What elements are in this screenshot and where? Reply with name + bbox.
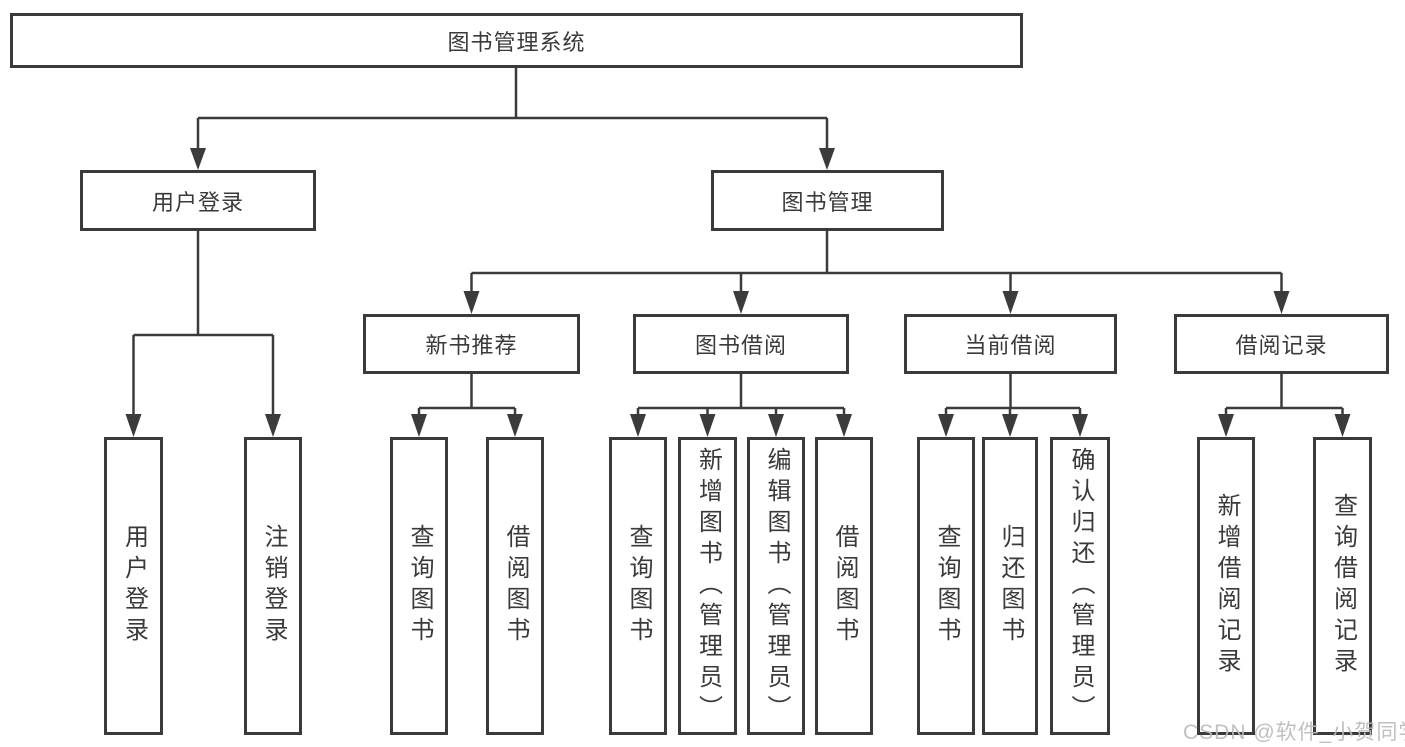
node-user-login-action: 用户登录 [104,437,163,735]
arrowhead [819,148,835,170]
node-return-books: 归还图书 [982,437,1038,735]
node-label: 借阅记录 [1235,333,1328,358]
node-add-borrow-record: 新增借阅记录 [1197,437,1255,735]
node-label: 用户登录 [151,189,244,215]
arrowhead [411,414,427,437]
node-borrow-borrow-books: 借阅图书 [815,437,873,735]
node-borrow-query-books: 查询图书 [609,437,667,735]
arrowhead [1072,414,1088,437]
connector-management-to-level3 [470,231,1283,293]
node-book-borrowing: 图书借阅 [633,314,849,374]
node-label: 新增图书（管理员） [694,446,722,726]
node-add-books-admin: 新增图书（管理员） [678,437,737,735]
node-borrowing-records: 借阅记录 [1174,314,1389,374]
arrowhead [265,414,281,437]
node-library-system: 图书管理系统 [10,13,1023,68]
node-edit-books-admin: 编辑图书（管理员） [747,437,805,735]
node-user-login: 用户登录 [80,170,316,231]
csdn-watermark: CSDN @软件_小贺同学 [1183,721,1405,744]
node-label: 图书管理系统 [447,29,586,55]
node-label: 图书借阅 [694,333,787,358]
node-label: 查询图书 [406,524,433,648]
node-current-query-books: 查询图书 [917,437,975,735]
connector-login-children [132,231,275,416]
node-label: 归还图书 [997,524,1024,648]
arrowhead [1218,414,1234,437]
node-label: 图书管理 [781,189,874,215]
arrowhead [463,291,480,314]
arrowhead [733,291,749,314]
node-label: 确认归还（管理员） [1067,446,1094,726]
arrowhead [1334,414,1351,437]
arrowhead [768,414,784,437]
node-confirm-return-admin: 确认归还（管理员） [1050,437,1110,735]
node-label: 借阅图书 [831,524,858,648]
node-current-borrowing: 当前借阅 [904,314,1117,374]
arrowhead [699,414,716,437]
node-label: 新书推荐 [425,333,518,358]
node-label: 借阅图书 [502,524,529,648]
node-recommend-borrow-books: 借阅图书 [486,437,544,735]
node-label: 编辑图书（管理员） [763,446,790,726]
arrowhead [1002,291,1019,314]
node-label: 查询图书 [625,524,652,648]
connector-records-children [1224,374,1344,416]
node-label: 用户登录 [120,524,148,648]
connector-recommend-children [417,374,517,416]
arrowhead [1273,291,1290,314]
node-label: 查询借阅记录 [1329,493,1357,679]
connector-borrow-children [636,374,846,416]
node-label: 当前借阅 [964,333,1057,358]
node-new-book-recommend: 新书推荐 [363,314,580,374]
arrowhead [938,414,954,437]
arrowhead [1002,414,1018,437]
node-recommend-query-books: 查询图书 [390,437,448,735]
node-logout-action: 注销登录 [244,437,302,735]
arrowhead [125,414,142,437]
connector-current-children [944,374,1082,416]
connector-root-to-level2 [196,68,829,150]
arrowhead [630,414,646,437]
arrowhead [836,414,852,437]
arrowhead [190,148,206,170]
node-label: 查询图书 [933,524,960,648]
node-book-management: 图书管理 [711,170,944,231]
node-label: 注销登录 [260,524,287,648]
arrowhead [507,414,523,437]
node-label: 新增借阅记录 [1213,493,1240,679]
node-query-borrow-record: 查询借阅记录 [1313,437,1372,735]
